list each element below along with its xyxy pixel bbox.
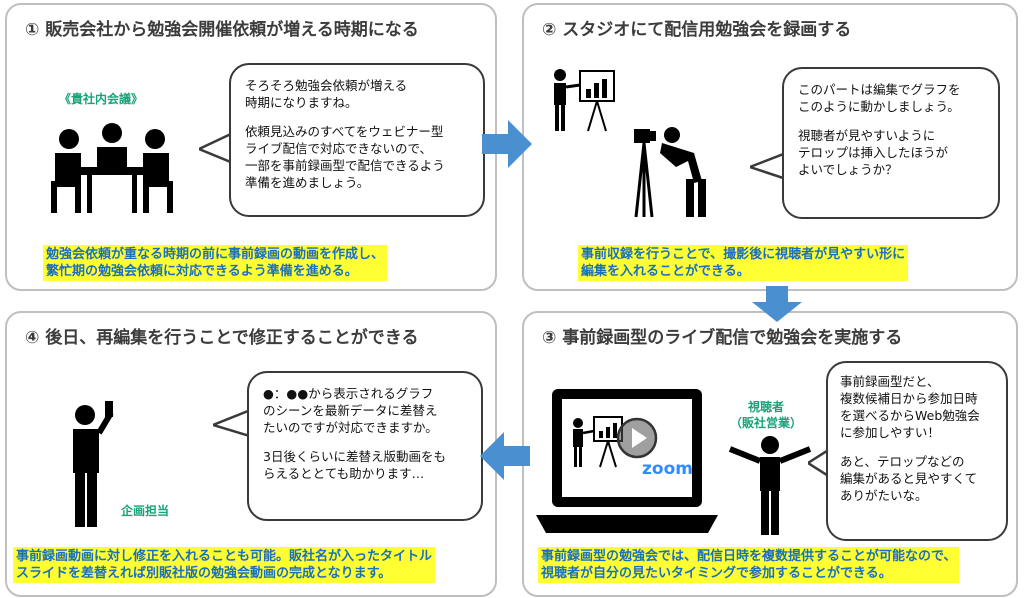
viewer-person-icon — [728, 435, 812, 535]
planner-label: 企画担当 — [121, 504, 170, 518]
flow-arrow-icon — [752, 286, 802, 322]
step4-panel: ④ 後日、再編集を行うことで修正することができる 企画担当 ●：●●から表示され… — [5, 311, 497, 597]
step1-title: ① 販売会社から勉強会開催依頼が増える時期になる — [25, 20, 419, 40]
speech-tail — [808, 449, 830, 477]
step4-speech-bubble: ●：●●から表示されるグラフ のシーンを最新データに差替え たいのですが対応でき… — [247, 371, 483, 521]
speech-tail — [199, 133, 233, 163]
bubble-text: 3日後くらいに差替え版動画をも らえるととても助かります… — [263, 449, 446, 481]
meeting-label: 《貴社内会議》 — [59, 92, 144, 106]
step1-panel: ① 販売会社から勉強会開催依頼が増える時期になる 《貴社内会議》 そろそろ勉強会… — [5, 3, 497, 291]
bubble-text: このパートは編集でグラフを このように動かしましょう。 — [798, 82, 961, 114]
step3-speech-bubble: 事前録画型だと、 複数候補日から参加日時 を選べるからWeb勉強会 に参加しやす… — [826, 361, 1008, 541]
step1-speech-bubble: そろそろ勉強会依頼が増える 時期になりますね。 依頼見込みのすべてをウェビナー型… — [229, 63, 485, 217]
step3-note: 事前録画型の勉強会では、配信日時を複数提供することが可能なので、 視聴者が自分の… — [538, 547, 960, 583]
bubble-text: 事前録画型だと、 複数候補日から参加日時 を選べるからWeb勉強会 に参加しやす… — [840, 374, 980, 440]
step1-note: 勉強会依頼が重なる時期の前に事前録画の動画を作成し、 繁忙期の勉強会依頼に対応で… — [43, 245, 388, 281]
step2-title: ② スタジオにて配信用勉強会を録画する — [542, 20, 852, 40]
flow-arrow-icon — [480, 432, 530, 480]
bubble-text: あと、テロップなどの 編集があると見やすくて ありがたいな。 — [840, 454, 978, 503]
presenter-chart-icon — [548, 67, 618, 133]
bubble-text: そろそろ勉強会依頼が増える 時期になりますね。 — [245, 78, 408, 110]
step2-speech-bubble: このパートは編集でグラフを このように動かしましょう。 視聴者が見やすいように … — [782, 67, 1000, 219]
bubble-text: ●：●●から表示されるグラフ のシーンを最新データに差替え たいのですが対応でき… — [263, 386, 438, 435]
step4-note: 事前録画動画に対し修正を入れることも可能。販社名が入ったタイトル スライドを差替… — [13, 547, 436, 583]
planner-person-icon — [61, 401, 123, 529]
bubble-text: 視聴者が見やすいように テロップは挿入したほうが よいでしょうか？ — [798, 128, 949, 177]
step2-note: 事前収録を行うことで、撮影後に視聴者が見やすい形に 編集を入れることができる。 — [578, 245, 909, 281]
speech-tail — [750, 153, 786, 179]
flow-arrow-icon — [482, 120, 532, 168]
step2-panel: ② スタジオにて配信用勉強会を録画する — [522, 3, 1018, 291]
speech-tail — [213, 405, 253, 437]
meeting-people-icon — [47, 123, 177, 215]
play-icon — [616, 417, 658, 459]
viewer-label: 視聴者 （販社営業） — [730, 400, 803, 430]
step4-title: ④ 後日、再編集を行うことで修正することができる — [25, 328, 419, 348]
zoom-logo: zoom — [642, 459, 693, 479]
camera-operator-icon — [632, 123, 712, 219]
step3-title: ③ 事前録画型のライブ配信で勉強会を実施する — [542, 328, 903, 348]
step3-panel: ③ 事前録画型のライブ配信で勉強会を実施する zoom 視聴者 （販社営業） — [522, 311, 1018, 597]
bubble-text: 依頼見込みのすべてをウェビナー型 ライブ配信で対応できないので、 一部を事前録画… — [245, 124, 445, 190]
